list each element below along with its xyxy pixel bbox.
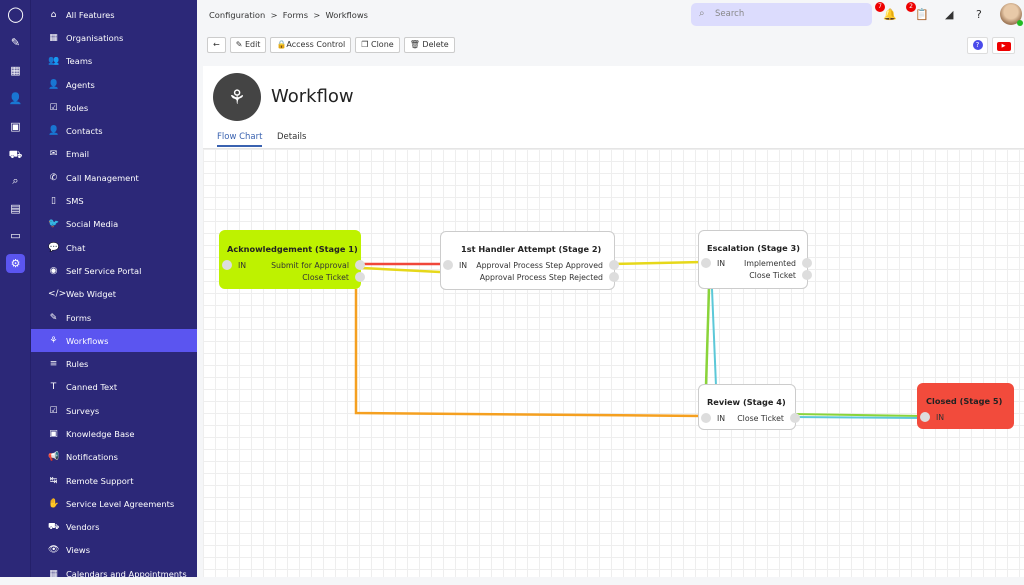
node-title: 1st Handler Attempt (Stage 2): [461, 244, 601, 254]
port-out[interactable]: Close Ticket: [749, 270, 812, 280]
port-in[interactable]: IN: [701, 413, 725, 423]
port-dot[interactable]: [222, 260, 232, 270]
port-label: Close Ticket: [302, 273, 349, 282]
port-label: IN: [238, 261, 246, 270]
port-label: Approval Process Step Rejected: [480, 273, 603, 282]
port-label: Submit for Approval: [271, 261, 349, 270]
port-dot[interactable]: [802, 270, 812, 280]
port-dot[interactable]: [802, 258, 812, 268]
edge-escalation-close-to-review: [712, 289, 716, 386]
port-dot[interactable]: [609, 260, 619, 270]
edge-review-to-closed: [791, 414, 922, 416]
port-in[interactable]: IN: [222, 260, 246, 270]
port-out[interactable]: Close Ticket: [302, 272, 365, 282]
edge-close-to-stage2: [362, 268, 440, 272]
port-label: Approval Process Step Approved: [476, 261, 603, 270]
workflow-node-stage-1[interactable]: Acknowledgement (Stage 1) IN Submit for Ap…: [219, 230, 361, 289]
port-dot[interactable]: [609, 272, 619, 282]
port-dot[interactable]: [790, 413, 800, 423]
port-out[interactable]: Close Ticket: [737, 413, 800, 423]
workflow-node-stage-2[interactable]: 1st Handler Attempt (Stage 2) IN Approval …: [440, 231, 615, 290]
node-title: Escalation (Stage 3): [707, 243, 800, 253]
edge-stage1-close-to-review: [356, 289, 703, 416]
port-label: IN: [717, 414, 725, 423]
port-dot[interactable]: [443, 260, 453, 270]
port-out[interactable]: Approval Process Step Rejected: [480, 272, 619, 282]
edge-implemented-to-review: [706, 289, 709, 386]
port-label: Close Ticket: [749, 271, 796, 280]
port-label: IN: [936, 413, 944, 422]
port-out[interactable]: Submit for Approval: [271, 260, 365, 270]
port-dot[interactable]: [355, 272, 365, 282]
port-out[interactable]: Approval Process Step Approved: [476, 260, 619, 270]
port-label: Implemented: [744, 259, 796, 268]
port-dot[interactable]: [701, 413, 711, 423]
port-label: IN: [459, 261, 467, 270]
port-out[interactable]: Implemented: [744, 258, 812, 268]
port-in[interactable]: IN: [920, 412, 944, 422]
node-title: Closed (Stage 5): [926, 396, 1002, 406]
port-label: IN: [717, 259, 725, 268]
port-in[interactable]: IN: [701, 258, 725, 268]
port-dot[interactable]: [355, 260, 365, 270]
workflow-node-stage-4[interactable]: Review (Stage 4) IN Close Ticket: [698, 384, 796, 430]
edge-approved-to-escalation: [610, 262, 703, 264]
node-title: Review (Stage 4): [707, 397, 786, 407]
workflow-node-stage-5[interactable]: Closed (Stage 5) IN: [917, 383, 1014, 429]
port-dot[interactable]: [701, 258, 711, 268]
port-dot[interactable]: [920, 412, 930, 422]
workflow-node-stage-3[interactable]: Escalation (Stage 3) IN ImplementedClose T…: [698, 230, 808, 289]
node-title: Acknowledgement (Stage 1): [227, 244, 358, 254]
edge-review-to-closed-2: [791, 417, 922, 418]
port-label: Close Ticket: [737, 414, 784, 423]
port-in[interactable]: IN: [443, 260, 467, 270]
